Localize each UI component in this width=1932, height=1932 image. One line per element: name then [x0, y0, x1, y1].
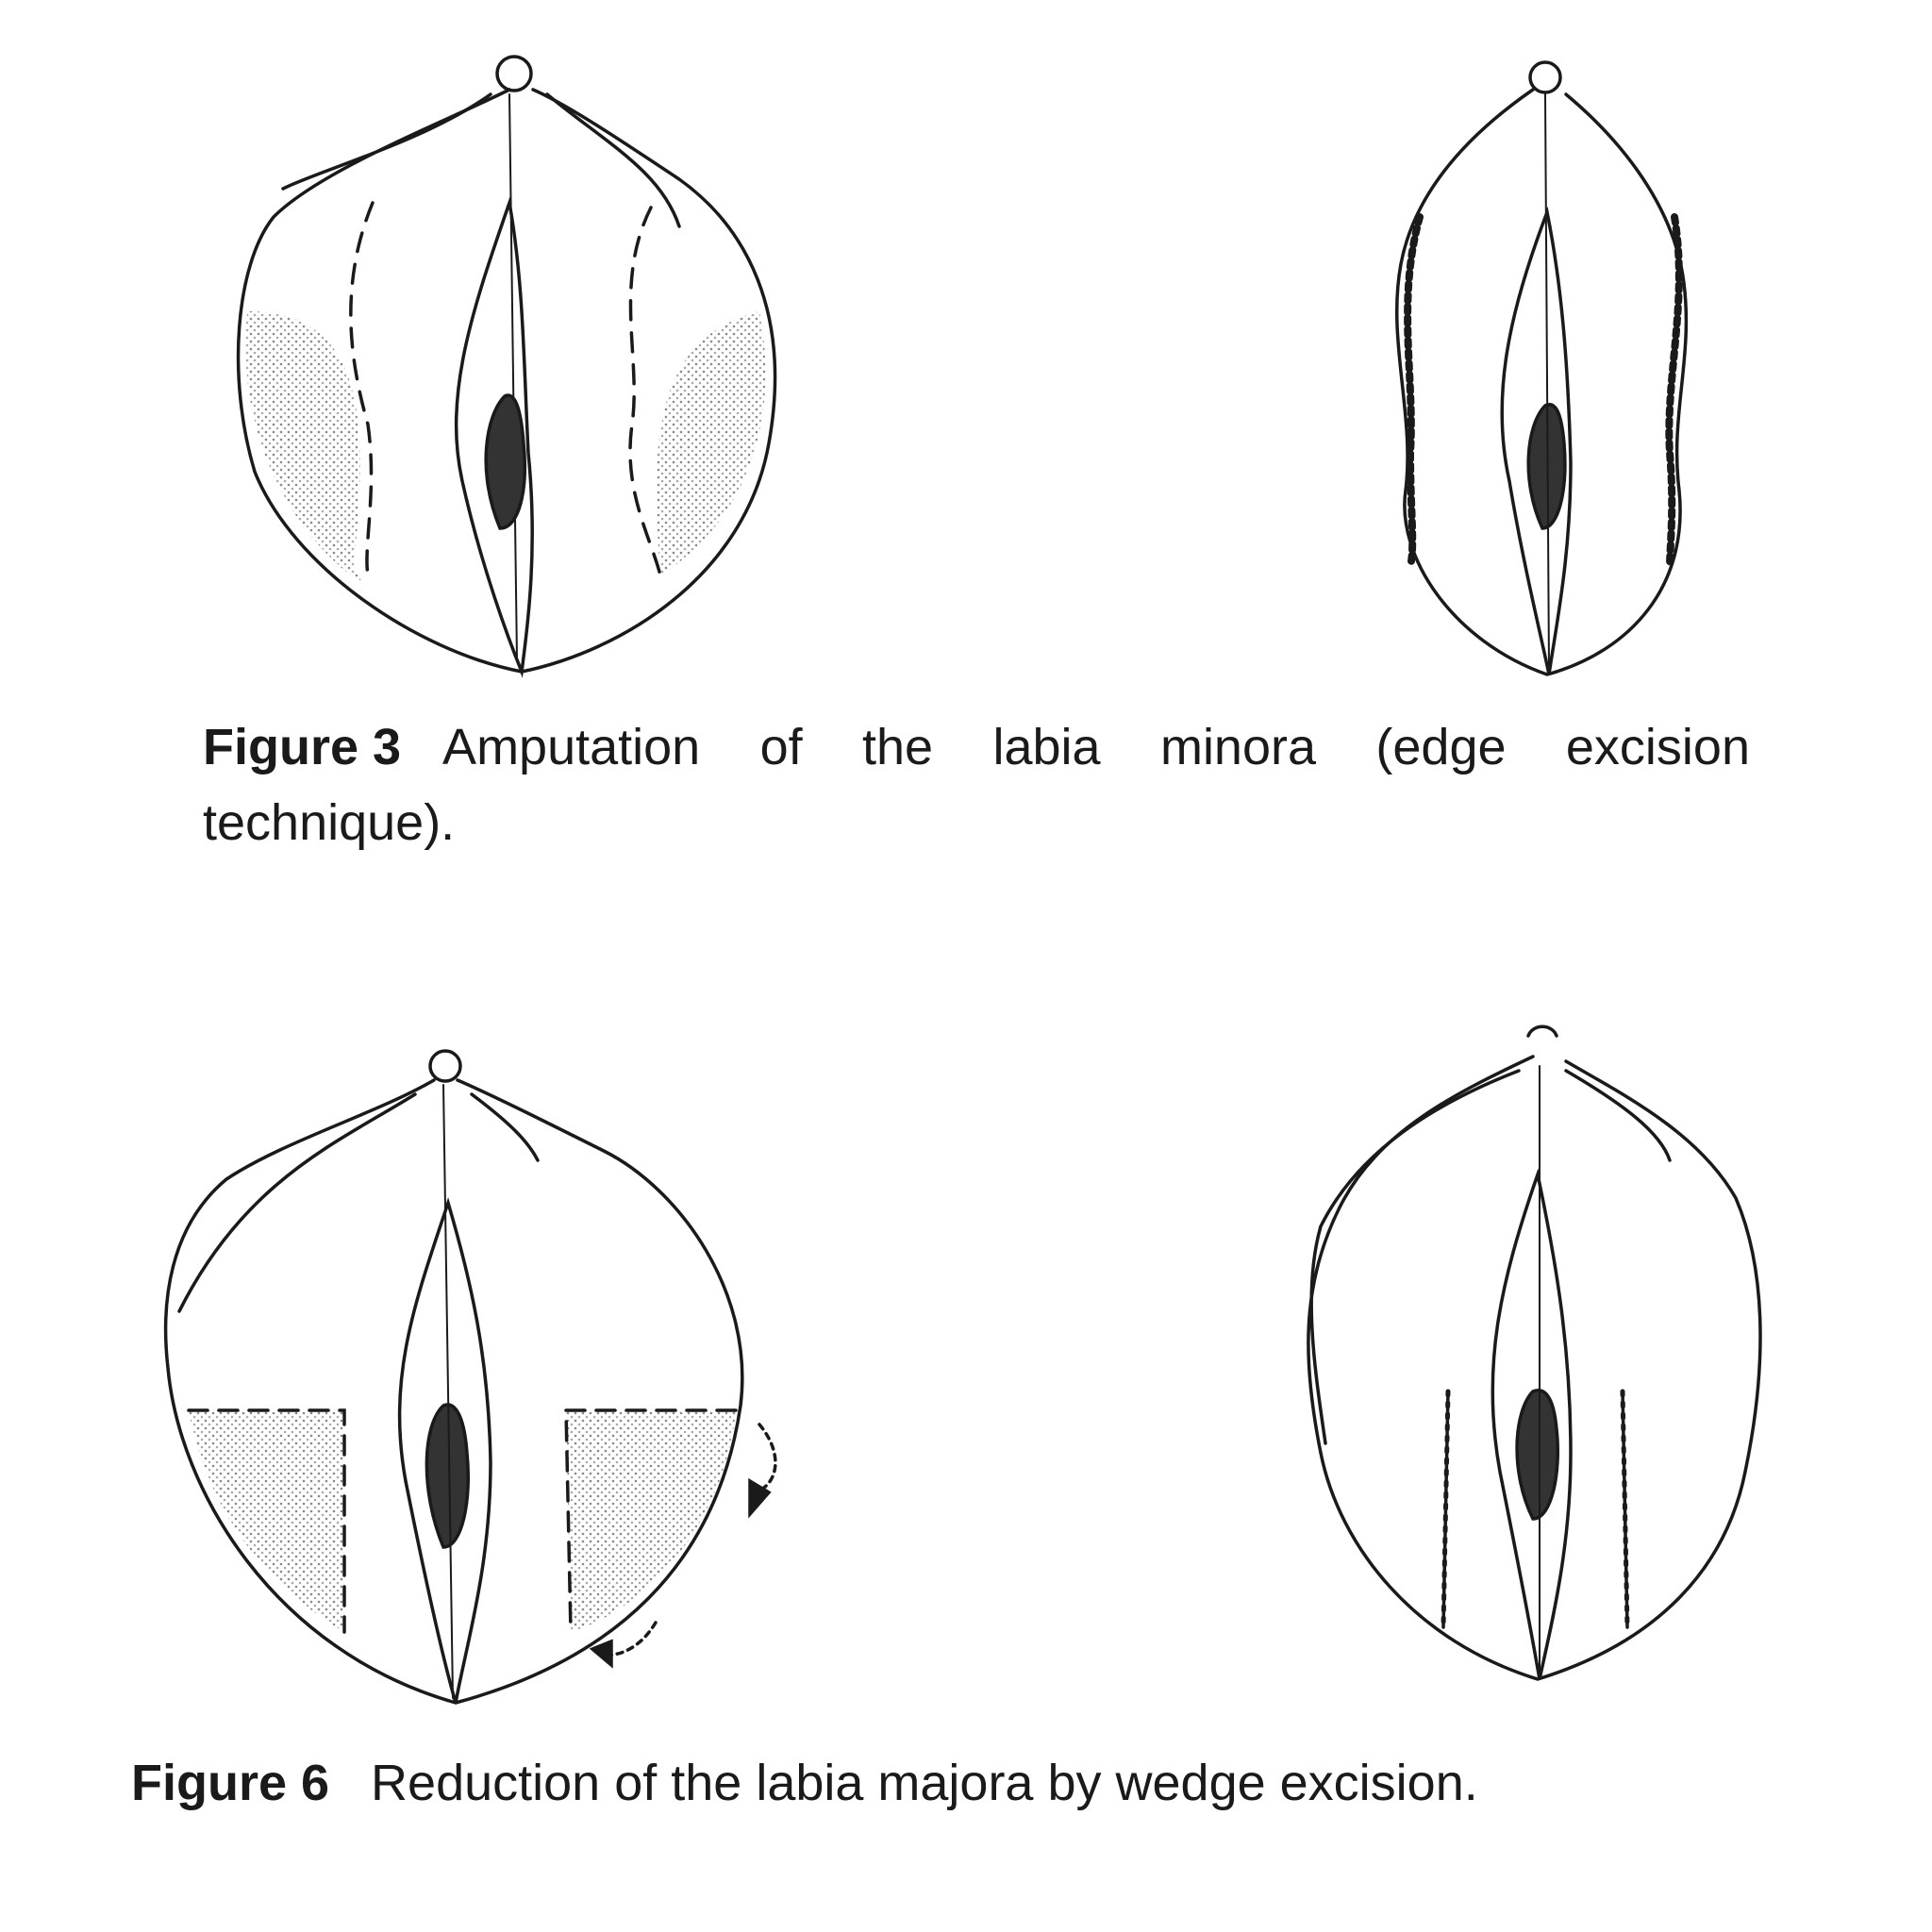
figure-3-caption: Figure 3 Amputation of the labia minora (… — [203, 709, 1750, 860]
figure-3-caption-line1: Amputation of the labia minora (edge exc… — [442, 719, 1750, 775]
figure-6-before-illustration — [163, 1049, 777, 1705]
figure-3-label: Figure 3 — [203, 719, 402, 775]
figure-3-before-illustration — [236, 55, 777, 678]
figure-6-caption-text: Reduction of the labia majora by wedge e… — [371, 1755, 1478, 1811]
figure-6-after-illustration — [1307, 1024, 1762, 1681]
figure-3-after-illustration — [1394, 60, 1689, 676]
figure-6-label: Figure 6 — [131, 1755, 330, 1811]
figure-3-caption-line2: technique). — [203, 794, 456, 851]
figure-6-caption: Figure 6 Reduction of the labia majora by… — [131, 1745, 1829, 1821]
